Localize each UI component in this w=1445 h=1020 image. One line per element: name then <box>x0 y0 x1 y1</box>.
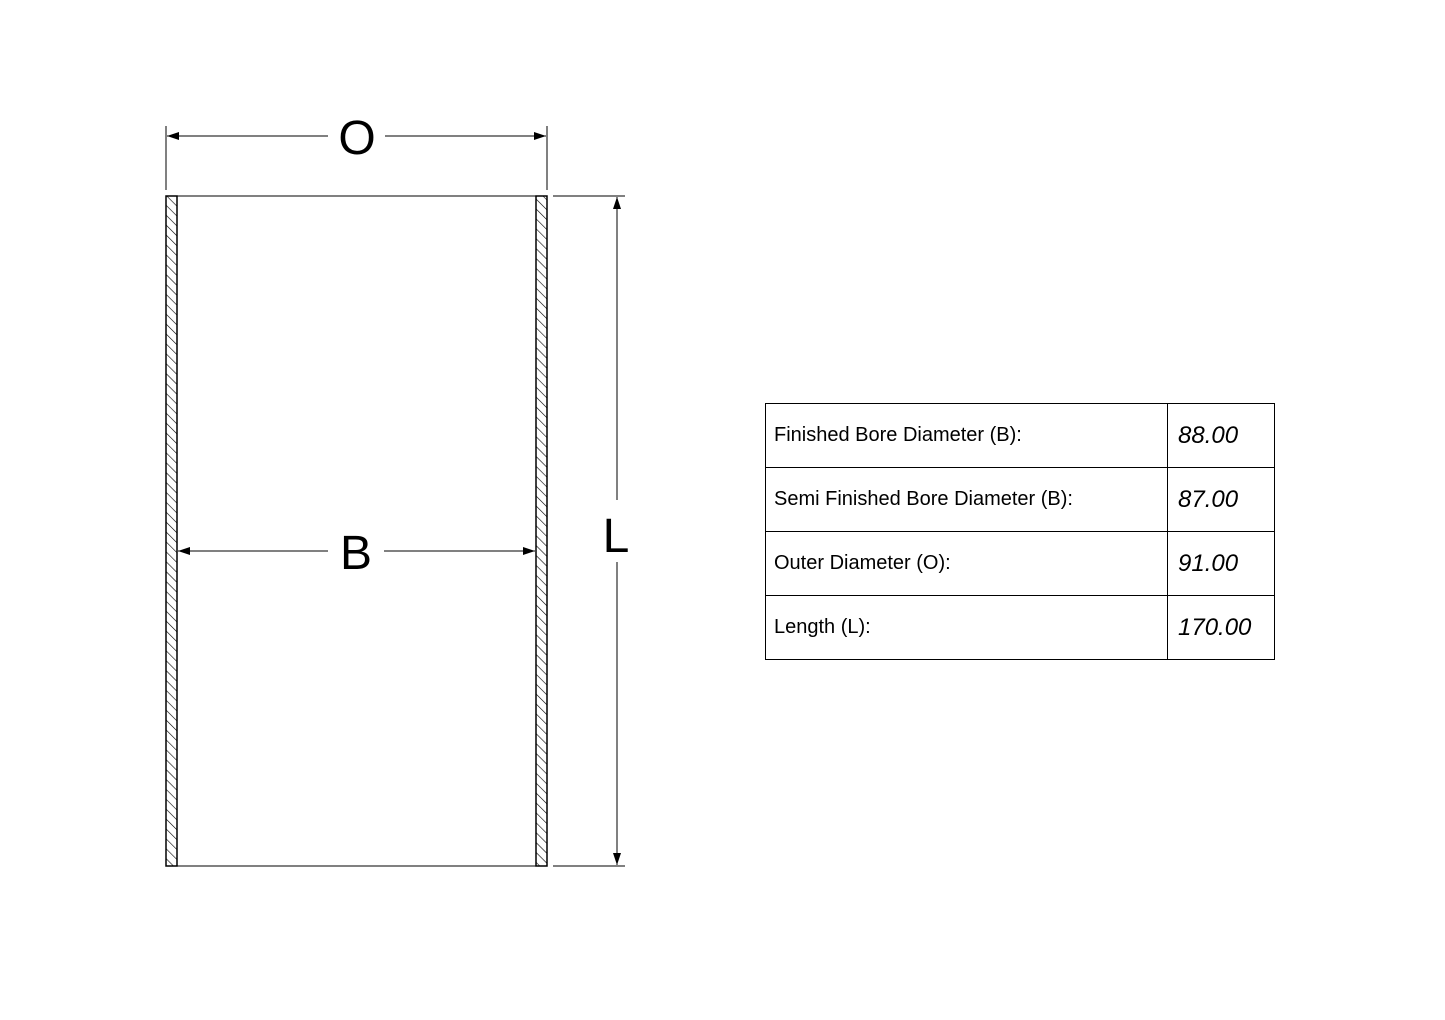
left-wall-section <box>165 195 178 867</box>
spec-label: Outer Diameter (O): <box>765 531 1168 596</box>
spec-label: Finished Bore Diameter (B): <box>765 403 1168 468</box>
outer-diameter-letter: O <box>338 112 375 165</box>
bore-letter: B <box>340 527 372 580</box>
spec-value: 88.00 <box>1167 403 1275 468</box>
spec-value: 91.00 <box>1167 531 1275 596</box>
spec-value: 170.00 <box>1167 595 1275 660</box>
spec-row-finished-bore: Finished Bore Diameter (B): 88.00 <box>765 403 1275 468</box>
spec-row-outer-diameter: Outer Diameter (O): 91.00 <box>765 531 1275 596</box>
spec-row-semi-finished-bore: Semi Finished Bore Diameter (B): 87.00 <box>765 467 1275 532</box>
spec-label: Semi Finished Bore Diameter (B): <box>765 467 1168 532</box>
right-wall-section <box>535 195 548 867</box>
spec-value: 87.00 <box>1167 467 1275 532</box>
dimension-spec-table: Finished Bore Diameter (B): 88.00 Semi F… <box>765 403 1275 660</box>
spec-row-length: Length (L): 170.00 <box>765 595 1275 660</box>
spec-label: Length (L): <box>765 595 1168 660</box>
length-letter: L <box>603 510 630 563</box>
